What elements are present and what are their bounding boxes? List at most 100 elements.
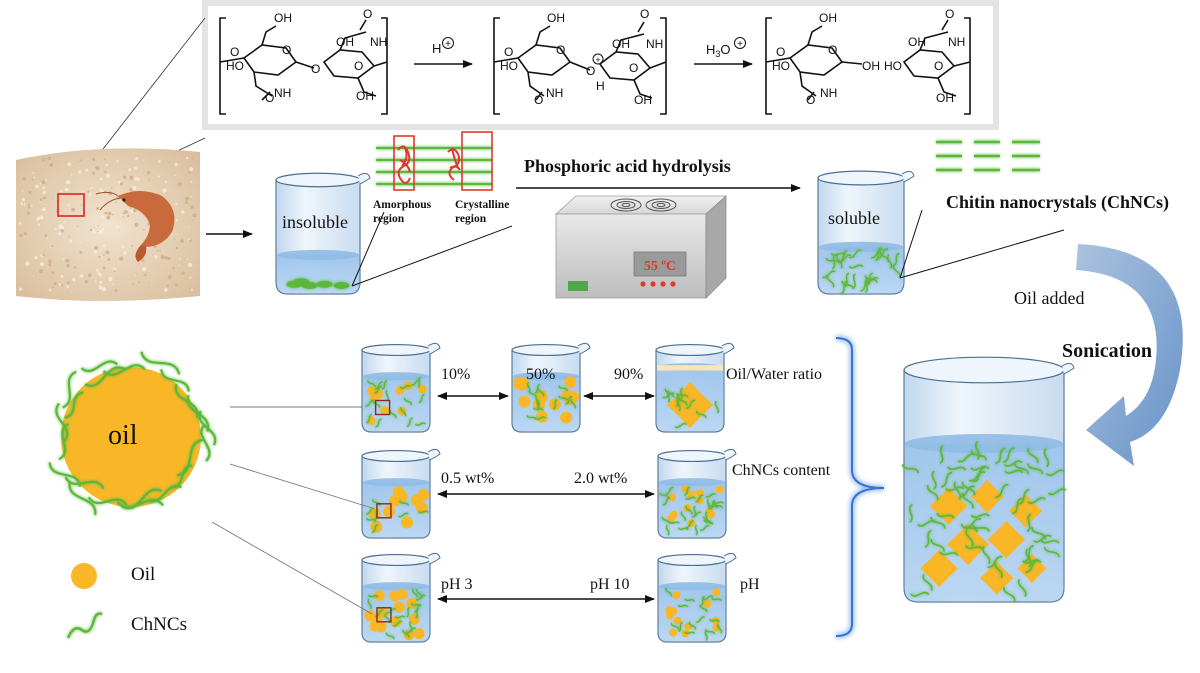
beaker-ph-low [361,552,441,643]
callout-fibers [351,211,385,287]
group-ho-4: HO [884,59,902,73]
reagent-h-plus: H [432,41,441,56]
beaker-ratio-50 [511,342,591,433]
group-oh-9: OH [908,35,926,49]
charge-circle-2 [734,37,746,49]
reaction-scheme: OH O HO NH O OH NH O OH O O O H + [202,0,999,130]
group-o-5: O [230,45,239,59]
group-o-10: O [504,45,513,59]
group-o-1: O [282,43,291,57]
group-oh-8: OH [862,59,880,73]
reagent-h3o-plus: H3O [706,42,731,59]
group-oh-7: OH [819,11,837,25]
group-o-12: O [934,59,943,73]
chncs-product-label: Chitin nanocrystals (ChNCs) [946,192,1170,212]
beaker-soluble [817,170,915,295]
callout-soluble [899,229,1065,279]
group-o-11: O [828,43,837,57]
group-ho-3: HO [772,59,790,73]
beaker-ratio-10 [361,342,441,433]
ph-variable-label: pH [740,576,760,593]
group-nh-5: NH [820,86,837,100]
group-oh-2: OH [336,35,354,49]
beakers-layer [275,170,1075,643]
ph-low-label: pH 3 [441,576,473,593]
beaker-content-low [361,448,441,539]
hotplate-icon: 55 ºC [554,195,728,299]
group-o-14: O [945,7,954,21]
crystalline-tangle [447,147,461,181]
legend-oil-label: Oil [131,564,156,585]
charge-circle-1 [442,37,454,49]
group-nh-4: NH [646,37,663,51]
sonication-arrow [1076,244,1183,466]
legend-chncs-label: ChNCs [131,614,187,635]
group-o-13: O [806,93,815,107]
group-o-6: O [556,43,565,57]
group-ho-1: HO [226,59,244,73]
group-oh-1: OH [274,11,292,25]
zoom-box [57,193,85,217]
charge-plus-2: + [737,39,743,50]
group-o-3: O [265,91,274,105]
legend-oil-swatch [71,563,97,589]
oil-droplet-diagram [48,351,217,516]
protonated-intermediate-structure [493,17,667,115]
burner-right [645,198,677,212]
charge-plus-1: + [445,39,451,50]
amorphous-region-box [393,135,415,191]
connector-row-2 [229,463,373,509]
ratio-variable-label: Oil/Water ratio [726,366,823,383]
ratio-high-label: 90% [614,366,644,383]
group-oh-6: OH [634,93,652,107]
temperature-display [633,251,687,277]
group-oh-5: OH [612,37,630,51]
chitin-powder-photo [16,148,200,301]
group-o-bridge: O [311,62,320,76]
powder-texture [18,156,197,293]
content-variable-label: ChNCs content [732,462,831,479]
ph-high-label: pH 10 [590,576,630,593]
crystalline-region-box [461,131,493,191]
charge-circle-oxonium [592,53,604,65]
sonication-label: Sonication [1062,340,1153,362]
ratio-low-label: 10% [441,366,471,383]
legend-chncs-swatch [66,612,103,639]
group-oh-4: OH [547,11,565,25]
beaker-insoluble [275,172,371,295]
beaker-ph-high [657,552,737,643]
fiber-bundle [376,131,493,191]
group-o-8: O [534,93,543,107]
callout-fibers-2 [351,225,513,287]
oil-droplet-label: oil [108,420,138,451]
soluble-label: soluble [828,208,880,228]
content-low-label: 0.5 wt% [441,470,495,487]
chitin-dimer-structure [219,17,388,115]
chncs-rods-icon [936,140,1040,172]
beaker-ratio-90 [655,342,735,433]
group-o-7: O [629,61,638,75]
amorphous-region-label: Amorphous region [373,199,432,225]
insoluble-label: insoluble [282,212,348,232]
beaker-emulsion [901,356,1075,603]
connector-row-3 [211,521,373,615]
burner-left [610,198,642,212]
crystalline-region-label: Crystalline region [455,199,510,225]
group-o-bridge-2: O [586,64,595,78]
charge-plus-oxonium: + [595,55,600,65]
ratio-mid-label: 50% [526,366,556,383]
group-nh-6: NH [948,35,965,49]
group-nh-2: NH [370,35,387,49]
content-high-label: 2.0 wt% [574,470,628,487]
oil-added-label: Oil added [1014,288,1085,308]
group-oh-10: OH [936,91,954,105]
callout-soluble-2 [899,209,923,279]
power-button [568,281,588,291]
hydrolysed-monomers-structure [765,17,971,115]
amorphous-tangle [397,145,411,184]
temperature-readout: 55 ºC [644,259,676,274]
group-o-2: O [354,59,363,73]
beaker-content-high [657,448,737,539]
group-nh-3: NH [546,86,563,100]
